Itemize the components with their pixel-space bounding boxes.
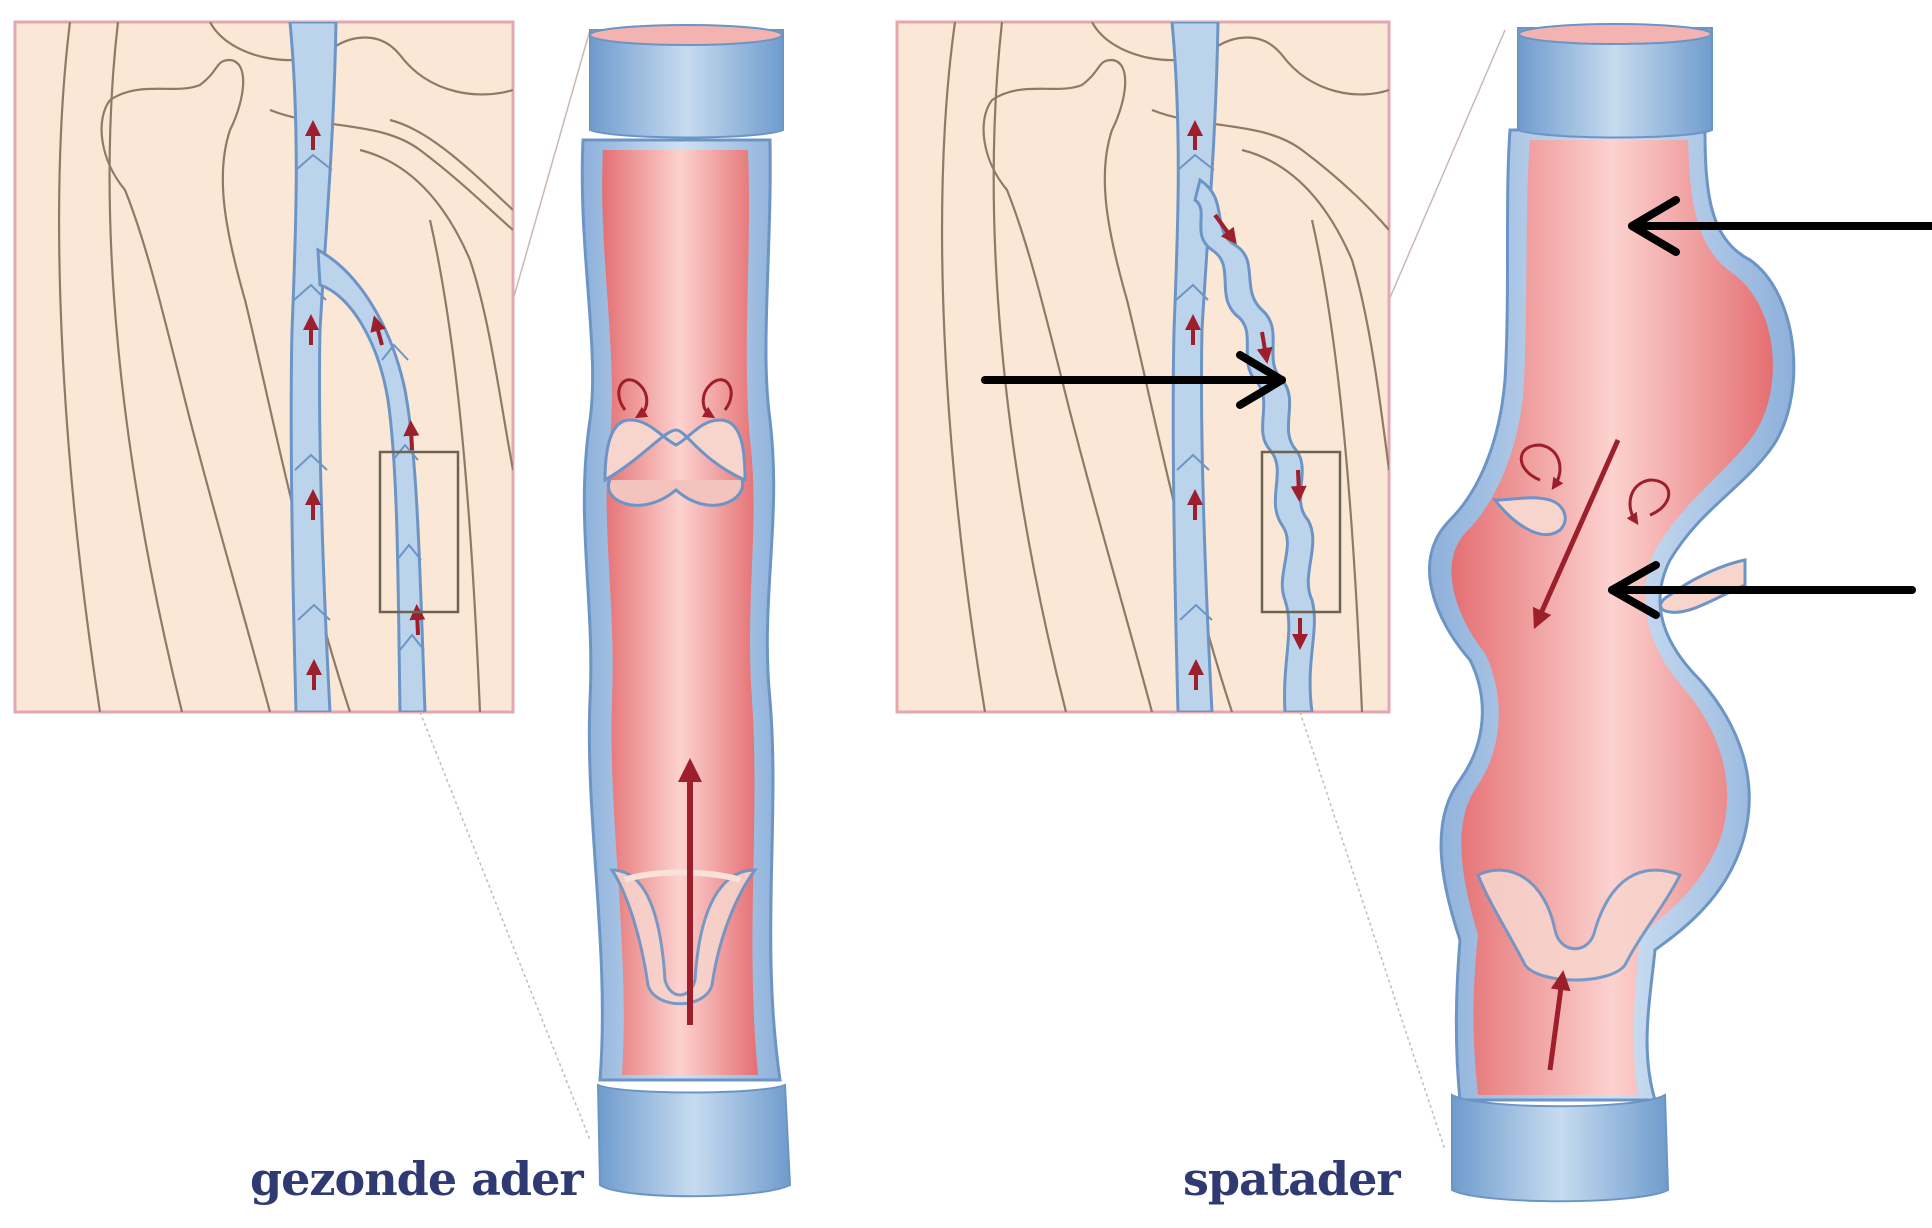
varicose-leg-inset bbox=[897, 22, 1505, 1150]
zoom-guide-line bbox=[513, 30, 590, 300]
vein-cap bbox=[1452, 1095, 1668, 1201]
caption-varicose-vein: spatader bbox=[1183, 1152, 1400, 1206]
healthy-leg-inset bbox=[15, 22, 590, 1140]
zoom-guide-line bbox=[1389, 30, 1505, 300]
zoom-guide-line bbox=[420, 712, 590, 1140]
vein-cap-opening bbox=[1519, 24, 1711, 44]
vein-cap-opening bbox=[590, 25, 782, 45]
healthy-vein-enlarged bbox=[582, 25, 790, 1196]
zoom-guide-line bbox=[1300, 712, 1445, 1150]
arrow-up-icon bbox=[411, 428, 412, 450]
caption-healthy-vein: gezonde ader bbox=[250, 1152, 583, 1206]
varicose-vein-enlarged bbox=[1430, 24, 1794, 1201]
arrow-up-icon bbox=[417, 612, 418, 635]
vein-cap bbox=[598, 1085, 790, 1196]
blood-lumen bbox=[602, 150, 758, 1075]
arrow-down-icon bbox=[1298, 470, 1299, 494]
vein-cap bbox=[590, 30, 783, 138]
